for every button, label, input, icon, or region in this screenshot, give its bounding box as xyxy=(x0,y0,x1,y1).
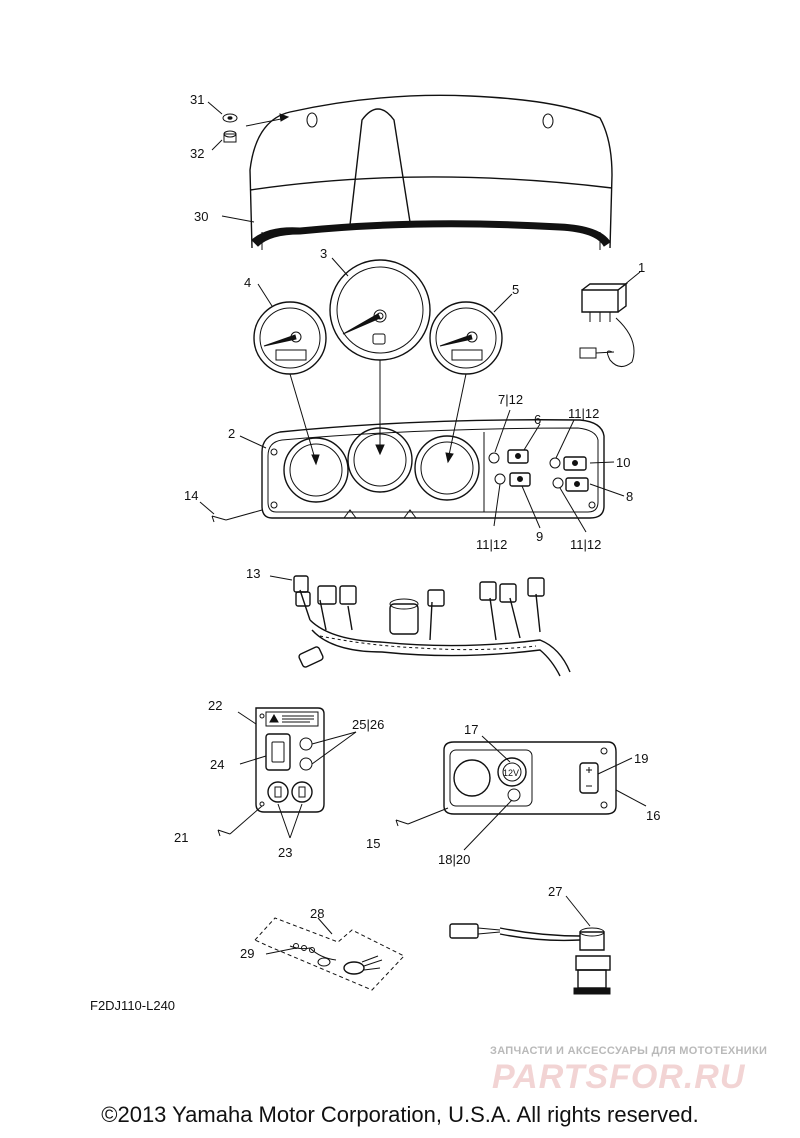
leader-lines xyxy=(199,101,647,955)
callout-9: 9 xyxy=(536,529,543,544)
callout-14: 14 xyxy=(184,488,198,503)
wire-harness xyxy=(293,575,571,677)
callout-30: 30 xyxy=(194,209,208,224)
callout-32: 32 xyxy=(190,146,204,161)
callout-labels: 31 32 30 1 3 4 5 2 14 7|12 6 11|12 10 8 … xyxy=(90,92,660,1013)
callout-6: 6 xyxy=(534,412,541,427)
gauge-speedometer xyxy=(329,259,431,361)
callout-11-12-left: 11|12 xyxy=(476,537,507,552)
callout-25-26: 25|26 xyxy=(352,717,384,732)
callout-7-12: 7|12 xyxy=(498,392,523,407)
dash-cover xyxy=(249,94,613,250)
drawing-code: F2DJ110-L240 xyxy=(90,998,175,1013)
gauge-left xyxy=(253,301,327,375)
callout-29: 29 xyxy=(240,946,254,961)
wiring-kit xyxy=(254,917,405,991)
callout-8: 8 xyxy=(626,489,633,504)
callout-1: 1 xyxy=(638,260,645,275)
callout-18-20: 18|20 xyxy=(438,852,470,867)
callout-5: 5 xyxy=(512,282,519,297)
callout-27: 27 xyxy=(548,884,562,899)
gauge-right xyxy=(429,301,503,375)
callout-31: 31 xyxy=(190,92,204,107)
screw-14 xyxy=(211,515,227,523)
screw-21 xyxy=(217,829,231,837)
callout-19: 19 xyxy=(634,751,648,766)
nut-part xyxy=(223,130,237,143)
callout-11-12-right: 11|12 xyxy=(570,537,601,552)
socket-label: 12V xyxy=(503,768,519,778)
callout-23: 23 xyxy=(278,845,292,860)
callout-16: 16 xyxy=(646,808,660,823)
sensor-unit xyxy=(449,923,611,995)
screw-15 xyxy=(395,819,409,827)
watermark-tagline: ЗАПЧАСТИ И АКСЕССУАРЫ ДЛЯ МОТОТЕХНИКИ xyxy=(490,1045,768,1057)
callout-4: 4 xyxy=(244,275,251,290)
accessory-panel: 12V xyxy=(443,741,617,815)
copyright-notice: ©2013 Yamaha Motor Corporation, U.S.A. A… xyxy=(101,1102,699,1127)
callout-24: 24 xyxy=(210,757,224,772)
callout-22: 22 xyxy=(208,698,222,713)
callout-17: 17 xyxy=(464,722,478,737)
callout-21: 21 xyxy=(174,830,188,845)
watermark-logo: PARTSFOR.RU xyxy=(492,1058,746,1096)
callout-2: 2 xyxy=(228,426,235,441)
meter-panel xyxy=(261,419,605,519)
callout-3: 3 xyxy=(320,246,327,261)
washer-part xyxy=(222,113,238,123)
callout-13: 13 xyxy=(246,566,260,581)
callout-11-12-top: 11|12 xyxy=(568,406,599,421)
switch-panel xyxy=(255,707,325,813)
callout-10: 10 xyxy=(616,455,630,470)
electronic-module xyxy=(579,283,635,367)
callout-15: 15 xyxy=(366,836,380,851)
callout-28: 28 xyxy=(310,906,324,921)
